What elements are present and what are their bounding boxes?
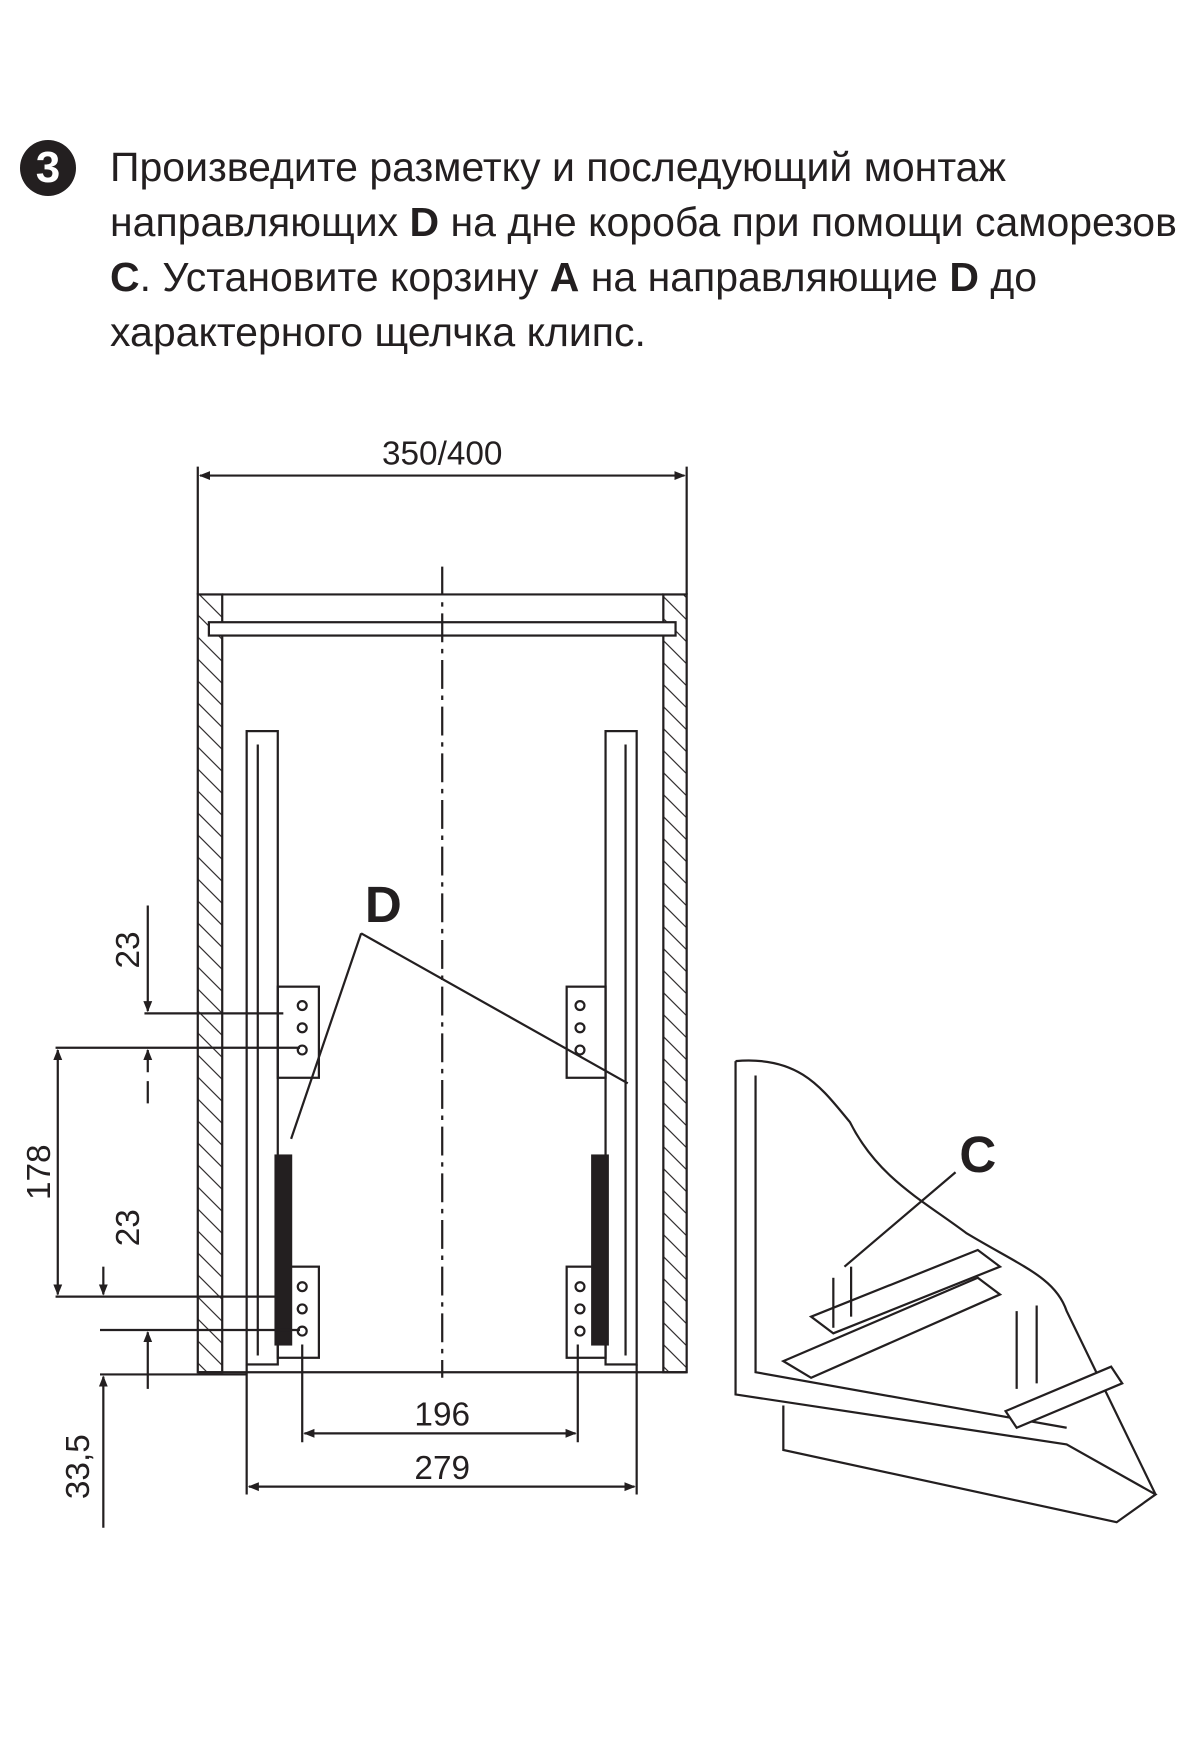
instruction-text: Произведите разметку и последующий монта… [110, 144, 1177, 355]
vertical-dimensions [53, 905, 300, 1528]
spacing-label: 178 [21, 1144, 58, 1200]
step-number-badge: 3 [20, 140, 76, 196]
outer-width-label: 279 [414, 1450, 470, 1487]
inner-width-label: 196 [414, 1397, 470, 1434]
bottom-offset-label: 23 [110, 1209, 147, 1246]
floor-offset-label: 33,5 [60, 1434, 97, 1499]
inset-perspective [734, 1059, 1158, 1524]
width-dimension [196, 466, 688, 595]
cabinet [196, 566, 688, 1378]
top-offset-label: 23 [110, 931, 147, 968]
rail-label: D [365, 876, 402, 933]
horizontal-dimensions [245, 1344, 638, 1495]
screw-label: C [959, 1126, 996, 1183]
width-label: 350/400 [382, 435, 502, 472]
right-rail [565, 730, 638, 1366]
